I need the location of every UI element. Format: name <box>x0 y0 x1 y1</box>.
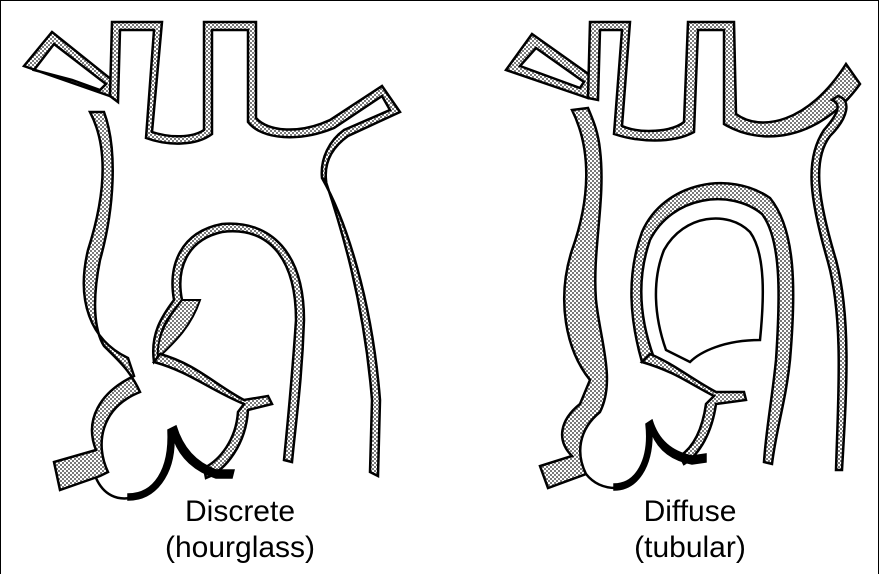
diffuse-ascending-wall <box>540 108 607 488</box>
caption-discrete: Discrete (hourglass) <box>120 494 360 566</box>
discrete-ascending-wall <box>54 112 140 490</box>
discrete-hourglass-narrowing <box>158 300 200 358</box>
caption-diffuse: Diffuse (tubular) <box>590 494 790 566</box>
caption-discrete-line1: Discrete <box>120 494 360 530</box>
caption-diffuse-line1: Diffuse <box>590 494 790 530</box>
diffuse-descending-outer-wall <box>812 96 847 470</box>
discrete-aorta-illustration <box>24 22 400 500</box>
diffuse-aorta-illustration <box>506 22 860 490</box>
caption-discrete-line2: (hourglass) <box>120 530 360 566</box>
diffuse-left-branch <box>506 34 594 98</box>
discrete-left-branch <box>24 32 112 96</box>
caption-diffuse-line2: (tubular) <box>590 530 790 566</box>
diffuse-arch-roof <box>588 22 860 141</box>
discrete-arch-roof <box>110 22 400 180</box>
diffuse-aortic-root <box>642 354 746 464</box>
diffuse-valve-outline <box>586 474 616 488</box>
discrete-descending-outer-wall <box>322 178 380 476</box>
diffuse-inner-arch-lumen <box>656 218 763 362</box>
